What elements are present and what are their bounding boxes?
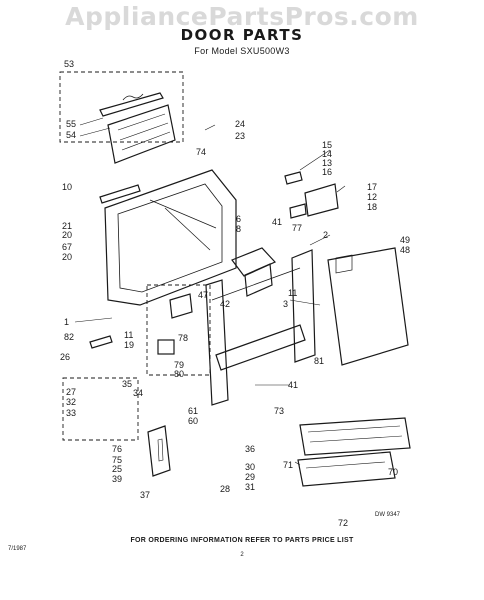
inner-door-frame-part xyxy=(291,249,316,363)
callout-30: 30 xyxy=(245,462,255,472)
callout-71: 71 xyxy=(283,460,293,470)
callout-39: 39 xyxy=(112,474,122,484)
callout-25: 25 xyxy=(112,464,122,474)
switch-group-box xyxy=(146,284,211,376)
callout-20b: 20 xyxy=(62,252,72,262)
callout-32: 32 xyxy=(66,397,76,407)
drawing-code: DW 9347 xyxy=(375,512,401,518)
callout-78: 78 xyxy=(178,333,188,343)
callout-33: 33 xyxy=(66,408,76,418)
callout-49: 49 xyxy=(400,235,410,245)
grille-bar-part xyxy=(99,92,164,117)
callout-8: 8 xyxy=(236,224,241,234)
panel-trim-part xyxy=(231,247,277,277)
callout-47: 47 xyxy=(198,290,208,300)
outer-door-panel-part xyxy=(104,169,237,306)
callout-28: 28 xyxy=(220,484,230,494)
callout-73: 73 xyxy=(274,406,284,416)
door-hinge-bar-part xyxy=(215,324,306,371)
callout-23: 23 xyxy=(235,131,245,141)
callout-61: 61 xyxy=(188,406,198,416)
callout-24: 24 xyxy=(235,119,245,129)
callout-14: 14 xyxy=(322,149,332,159)
callout-36: 36 xyxy=(245,444,255,454)
toe-panel-part xyxy=(299,417,411,456)
callout-41: 41 xyxy=(272,217,282,227)
callout-29: 29 xyxy=(245,472,255,482)
callout-82: 82 xyxy=(64,332,74,342)
callout-79: 79 xyxy=(174,360,184,370)
callout-42: 42 xyxy=(220,299,230,309)
callout-67: 67 xyxy=(62,242,72,252)
callout-31: 31 xyxy=(245,482,255,492)
callout-6: 6 xyxy=(236,214,241,224)
toe-panel-vent-part xyxy=(297,451,396,487)
callout-12: 12 xyxy=(367,192,377,202)
callout-27: 27 xyxy=(66,387,76,397)
callout-41b: 41 xyxy=(288,380,298,390)
callout-10: 10 xyxy=(62,182,72,192)
callout-70: 70 xyxy=(388,467,398,477)
grille-panel-part xyxy=(107,104,176,164)
callout-17: 17 xyxy=(367,182,377,192)
model-subtitle: For Model SXU500W3 xyxy=(194,46,290,56)
callout-54: 54 xyxy=(66,130,76,140)
latch-assembly-part xyxy=(304,183,339,217)
handle-part xyxy=(99,184,141,204)
callout-15: 15 xyxy=(322,140,332,150)
callout-13: 13 xyxy=(322,158,332,168)
page-number: 2 xyxy=(240,552,244,558)
callout-76: 76 xyxy=(112,444,122,454)
callout-21: 21 xyxy=(62,221,72,231)
callout-75: 75 xyxy=(112,455,122,465)
watermark: AppliancePartsPros.com xyxy=(65,2,419,31)
callout-60: 60 xyxy=(188,416,198,426)
ordering-info-footer: FOR ORDERING INFORMATION REFER TO PARTS … xyxy=(130,537,354,544)
callout-18: 18 xyxy=(367,202,377,212)
callout-26: 26 xyxy=(60,352,70,362)
callout-74: 74 xyxy=(196,147,206,157)
callout-37: 37 xyxy=(140,490,150,500)
callout-34: 34 xyxy=(133,388,143,398)
callout-35: 35 xyxy=(122,379,132,389)
callout-77: 77 xyxy=(292,223,302,233)
callout-11: 11 xyxy=(288,288,297,298)
callout-72: 72 xyxy=(338,518,348,528)
callout-1: 1 xyxy=(64,317,69,327)
callout-labels: 53 55 54 24 23 74 15 14 13 16 10 17 12 1… xyxy=(60,59,410,528)
outer-door-skin-part xyxy=(327,247,409,366)
callout-16: 16 xyxy=(322,167,332,177)
callout-20: 20 xyxy=(62,230,72,240)
page-title: DOOR PARTS xyxy=(180,26,304,44)
callout-81: 81 xyxy=(314,356,324,366)
hinge-group-box xyxy=(62,377,139,441)
date-code: 7/1987 xyxy=(8,546,27,552)
callout-11b: 11 xyxy=(124,330,133,340)
grille-group-box xyxy=(59,71,184,143)
callout-48: 48 xyxy=(400,245,410,255)
callout-19: 19 xyxy=(124,340,134,350)
callout-80: 80 xyxy=(174,369,184,379)
callout-53: 53 xyxy=(64,59,74,69)
callout-3: 3 xyxy=(283,299,288,309)
callout-2: 2 xyxy=(323,230,328,240)
callout-55: 55 xyxy=(66,119,76,129)
hinge-bracket-part xyxy=(147,425,171,477)
